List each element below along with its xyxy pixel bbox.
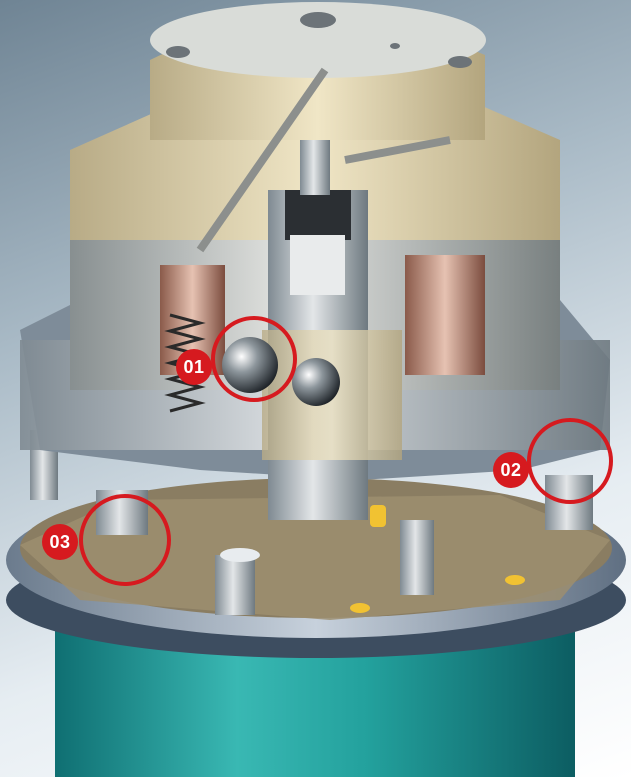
callout-badge-01: 01 [176,349,212,385]
callout-ring-03 [79,494,171,586]
callout-badge-02: 02 [493,452,529,488]
callout-ring-01 [211,316,297,402]
callout-badge-03: 03 [42,524,78,560]
callout-ring-02 [527,418,613,504]
